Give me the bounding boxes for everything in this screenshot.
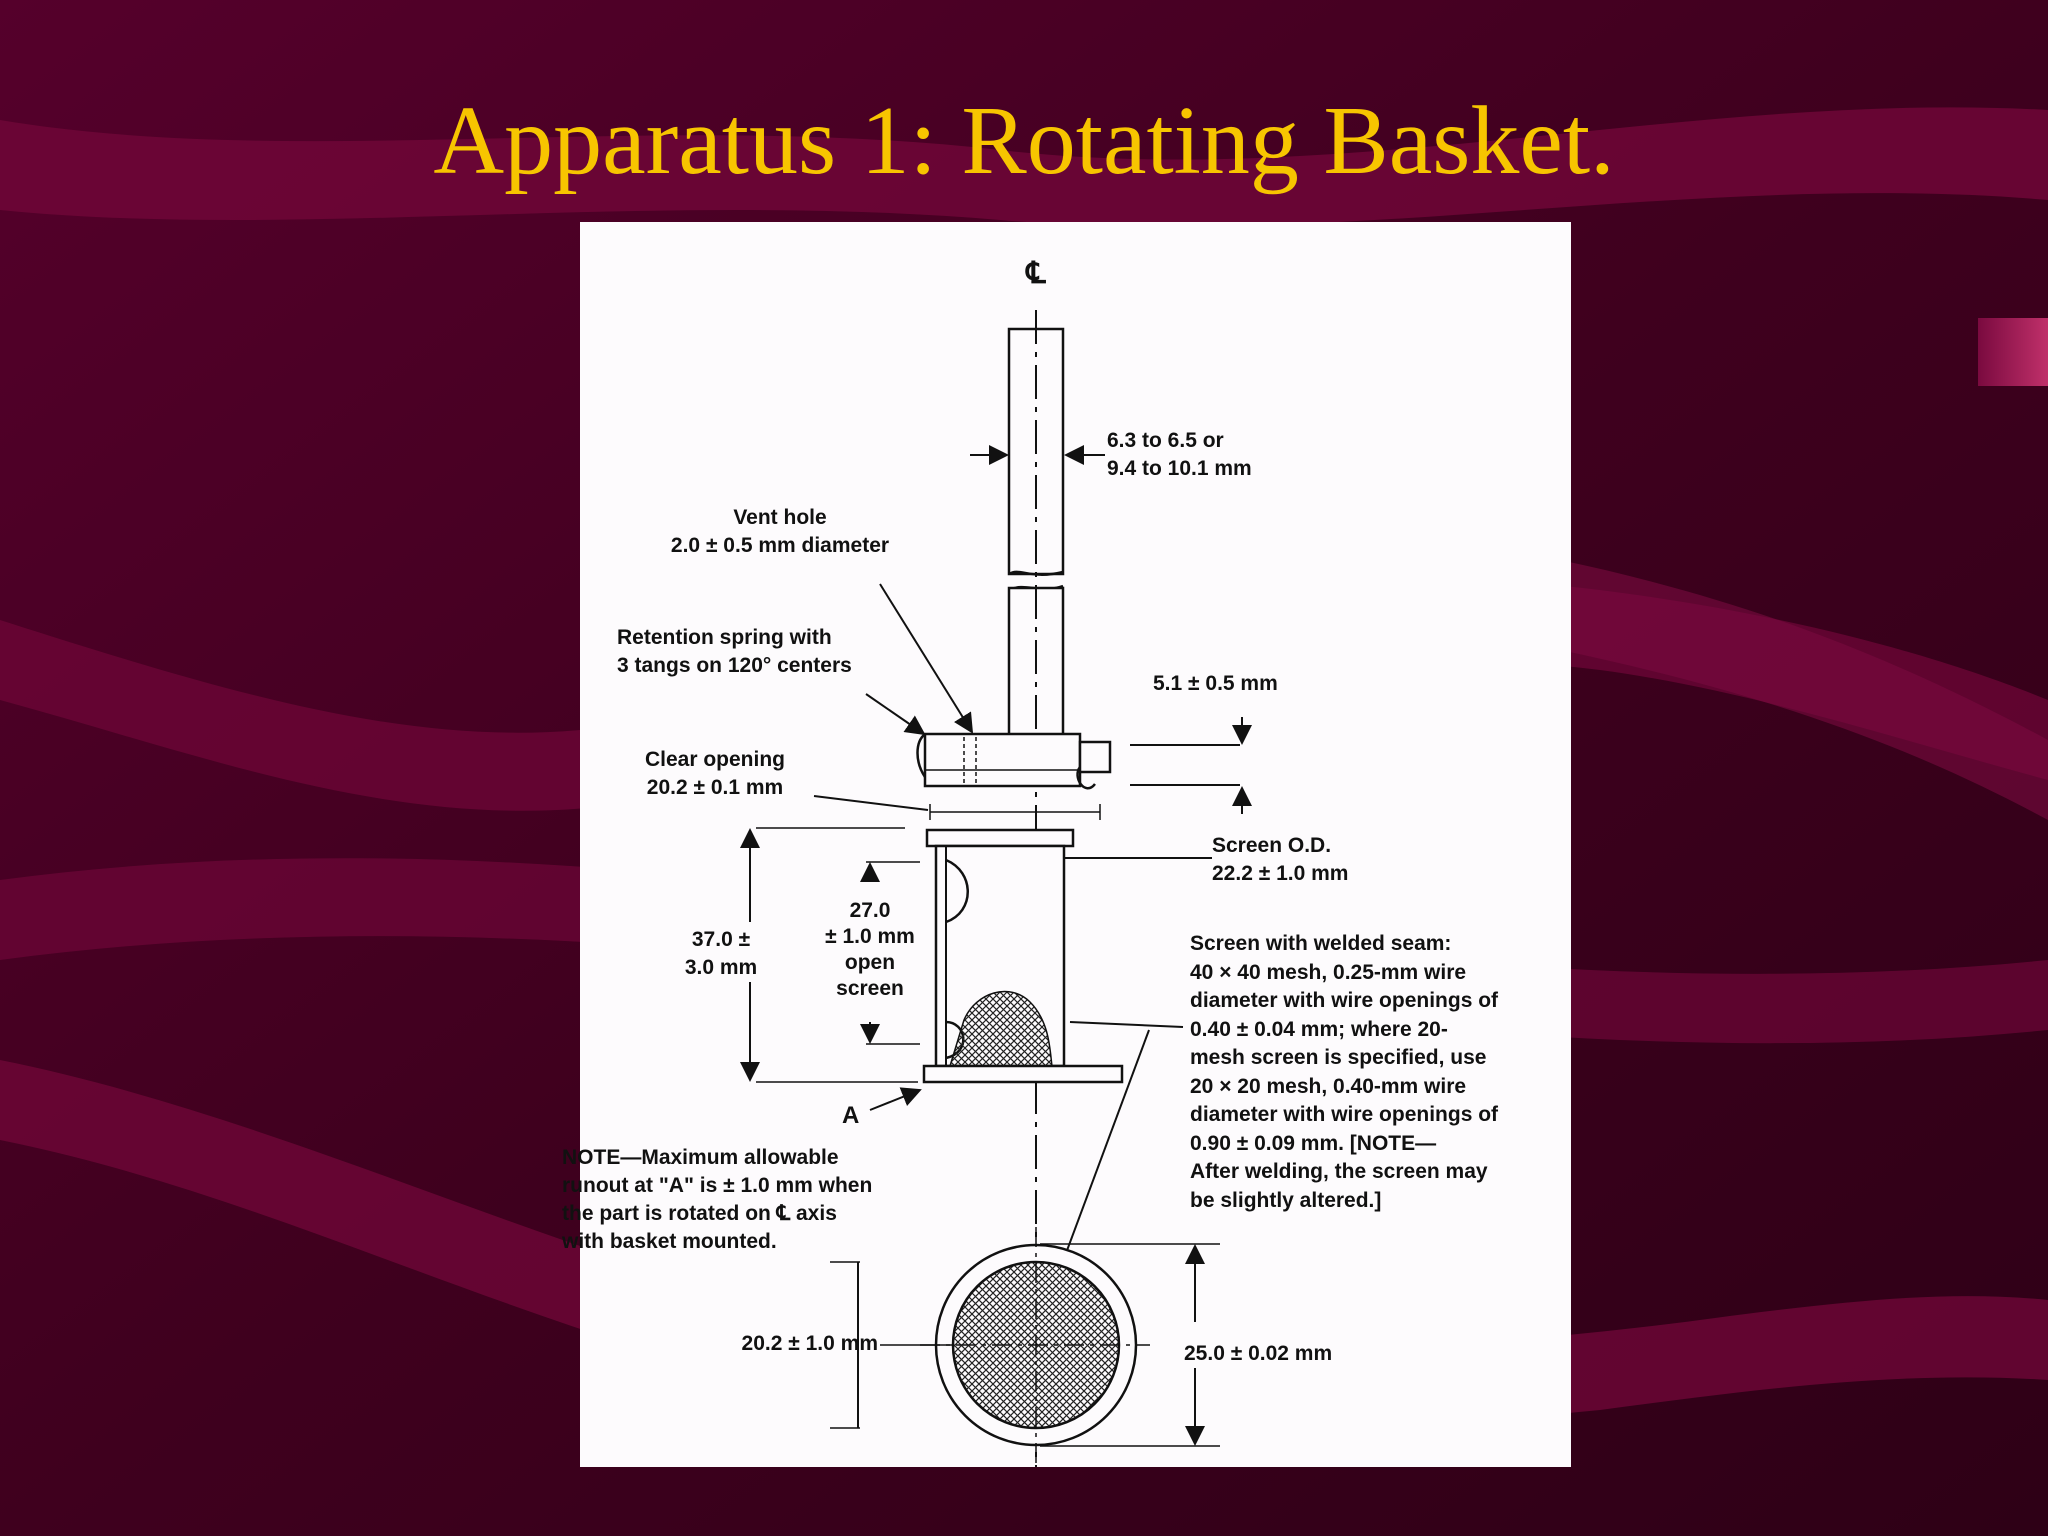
clip-height-label: 5.1 ± 0.5 mm [1153, 672, 1278, 695]
mesh-patch [948, 990, 1053, 1067]
runout-note: NOTE—Maximum allowable runout at "A" is … [562, 1146, 873, 1253]
basket-height-label: 37.0 ± 3.0 mm [666, 926, 776, 982]
open-screen-label: 27.0 ± 1.0 mm open screen [825, 899, 915, 1000]
centerline-label: ℄ [1026, 257, 1046, 290]
point-a-label: A [842, 1102, 860, 1129]
basket-top-rim [925, 828, 1075, 848]
retention-hub [923, 732, 1082, 788]
screen-spec-label: Screen with welded seam: 40 × 40 mesh, 0… [1190, 932, 1499, 1212]
screen-od-label: Screen O.D. 22.2 ± 1.0 mm [1212, 834, 1349, 885]
slide-title: Apparatus 1: Rotating Basket. [433, 87, 1615, 195]
clear-opening-label: Clear opening 20.2 ± 0.1 mm [644, 748, 786, 799]
bottom-outer-diameter-label: 25.0 ± 0.02 mm [1184, 1340, 1404, 1368]
basket-drawing-main [580, 222, 1571, 1467]
vent-hole-label: Vent hole 2.0 ± 0.5 mm diameter [670, 506, 890, 557]
retention-spring-label: Retention spring with 3 tangs on 120° ce… [617, 626, 852, 677]
basket-bottom-rim [922, 1064, 1124, 1084]
slide-edge-tab [1978, 318, 2048, 386]
shaft-diameter-label: 6.3 to 6.5 or 9.4 to 10.1 mm [1107, 429, 1252, 480]
bottom-inner-diameter-label: 20.2 ± 1.0 mm [741, 1332, 878, 1355]
apparatus-figure: ℄ 6.3 to 6.5 or 9.4 to 10.1 mm Vent hole… [562, 222, 1571, 1467]
